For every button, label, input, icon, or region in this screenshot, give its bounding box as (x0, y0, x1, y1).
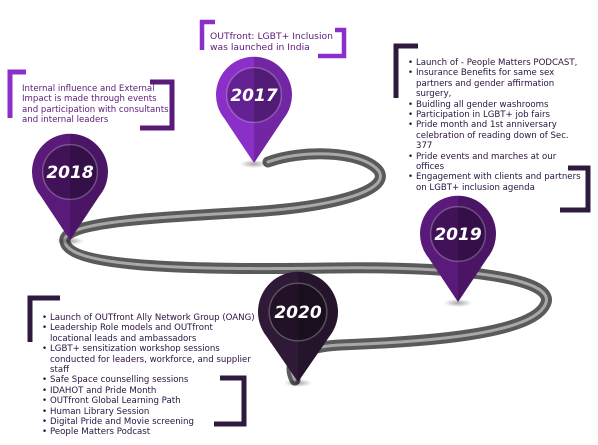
pin-inner-circle (42, 144, 98, 200)
milestone-2020-list: Launch of OUTfront Ally Network Group (O… (42, 313, 257, 438)
pin-2017: 2017 (216, 56, 292, 168)
milestone-2019-item: Participation in LGBT+ job fairs (408, 110, 583, 121)
milestone-2019-list: Launch of - People Matters PODCAST, Insu… (408, 58, 583, 193)
milestone-2019-item: Engagement with clients and partners on … (408, 172, 583, 193)
milestone-2020-item: Human Library Session (42, 407, 257, 418)
milestone-2020-item: Digital Pride and Movie screening (42, 417, 257, 428)
milestone-2020-item: Safe Space counselling sessions (42, 375, 257, 386)
milestone-2020-item: People Matters Podcast (42, 427, 257, 438)
pin-shade (254, 57, 292, 163)
pin-body (216, 56, 292, 163)
pin-ring (429, 205, 487, 263)
pin-shade (458, 196, 496, 302)
winding-road (59, 148, 552, 386)
pin-inner-circle (430, 206, 486, 262)
pin-year-label: 2017 (230, 86, 277, 106)
milestone-2019-item: Buidling all gender washrooms (408, 100, 583, 111)
pin-ring (268, 282, 328, 342)
milestone-2020-item: IDAHOT and Pride Month (42, 386, 257, 397)
milestone-2019-item: Pride events and marches at our offices (408, 152, 583, 173)
pin-body (258, 271, 338, 382)
milestone-2017-line: OUTfront: LGBT+ Inclusion was launched i… (210, 31, 333, 53)
milestone-2020-item: Leadership Role models and OUTfront loca… (42, 323, 257, 344)
pin-shadow (240, 160, 268, 168)
milestone-2020-item: LGBT+ sensitization workshop sessions co… (42, 344, 257, 375)
milestone-2019-item: Insurance Benefits for same sex partners… (408, 68, 583, 99)
pins-layer: 2017 2018 2019 2020 (32, 56, 496, 387)
pin-shadow (56, 237, 84, 245)
milestone-2018-line: Internal influence and External Impact i… (22, 84, 169, 126)
pin-shadow (444, 299, 472, 307)
pin-year-label: 2018 (46, 163, 93, 183)
pin-2018: 2018 (32, 133, 109, 245)
milestone-2019-item: Launch of - People Matters PODCAST, (408, 58, 583, 69)
pin-shade (70, 134, 108, 240)
pin-inner-circle (269, 283, 327, 341)
pin-body (32, 133, 109, 240)
pin-ring (225, 66, 283, 124)
pin-2019: 2019 (419, 195, 496, 307)
pin-year-label: 2019 (434, 225, 481, 245)
milestone-2020-item: Launch of OUTfront Ally Network Group (O… (42, 313, 257, 324)
bracket-2017 (199, 19, 347, 59)
milestone-2020-item: OUTfront Global Learning Path (42, 396, 257, 407)
pin-shadow (284, 379, 312, 387)
milestone-2017-text: OUTfront: LGBT+ Inclusion was launched i… (210, 31, 340, 53)
pin-year-label: 2020 (274, 303, 321, 323)
milestone-2018-text: Internal influence and External Impact i… (22, 84, 172, 126)
pin-ring (41, 143, 99, 201)
milestone-2019-item: Pride month and 1st anniversary celebrat… (408, 120, 583, 151)
bracket-2018 (7, 69, 175, 131)
pin-body (419, 195, 496, 302)
pin-inner-circle (226, 67, 282, 123)
pin-shade (298, 272, 338, 382)
pin-2020: 2020 (258, 271, 338, 387)
